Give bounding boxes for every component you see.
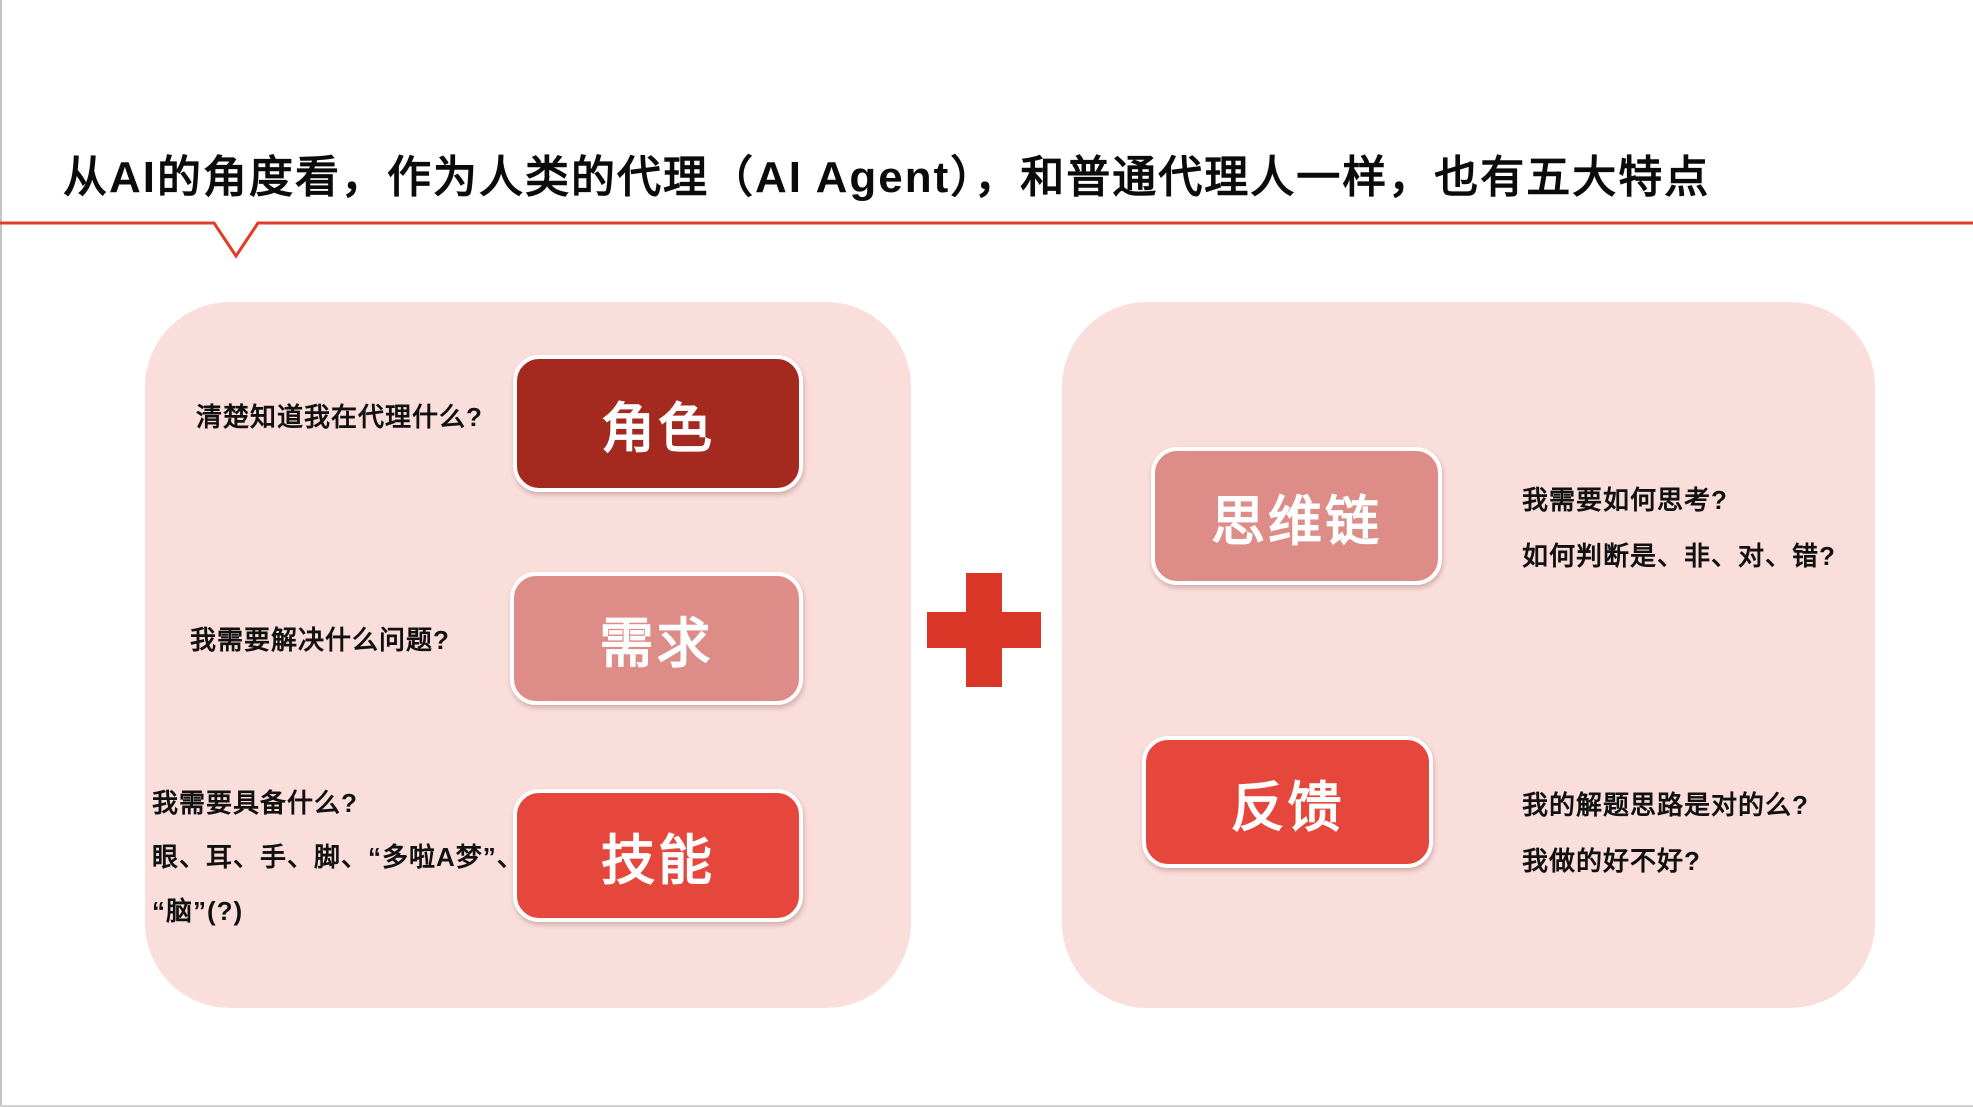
question-need: 我需要解决什么问题?	[190, 625, 450, 655]
cot-note-line-1: 我需要如何思考?	[1522, 485, 1728, 515]
left-edge-line	[0, 0, 2, 1107]
chain-of-thought-box: 思维链	[1151, 447, 1442, 585]
need-box: 需求	[510, 572, 803, 705]
skill-box: 技能	[513, 789, 803, 922]
question-skill: 我需要具备什么? 眼、耳、手、脚、“多啦A梦”、 “脑”(?)	[152, 776, 524, 938]
page-title: 从AI的角度看，作为人类的代理（AI Agent），和普通代理人一样，也有五大特…	[63, 153, 1711, 203]
feedback-box: 反馈	[1142, 736, 1433, 868]
right-panel	[1062, 302, 1875, 1008]
question-skill-line-3: “脑”(?)	[152, 896, 244, 926]
feedback-note-line-2: 我做的好不好?	[1522, 846, 1701, 876]
question-skill-line-1: 我需要具备什么?	[152, 788, 358, 818]
question-role: 清楚知道我在代理什么?	[196, 402, 483, 432]
feedback-note-line-1: 我的解题思路是对的么?	[1522, 790, 1809, 820]
cot-note-line-2: 如何判断是、非、对、错?	[1522, 541, 1836, 571]
role-box: 角色	[513, 355, 803, 492]
feedback-notes: 我的解题思路是对的么? 我做的好不好?	[1522, 777, 1809, 889]
bottom-edge-line	[0, 1105, 1973, 1107]
question-skill-line-2: 眼、耳、手、脚、“多啦A梦”、	[152, 842, 524, 872]
chain-of-thought-notes: 我需要如何思考? 如何判断是、非、对、错?	[1522, 472, 1836, 584]
plus-icon	[927, 573, 1041, 687]
title-divider-notch-line	[0, 221, 1973, 259]
